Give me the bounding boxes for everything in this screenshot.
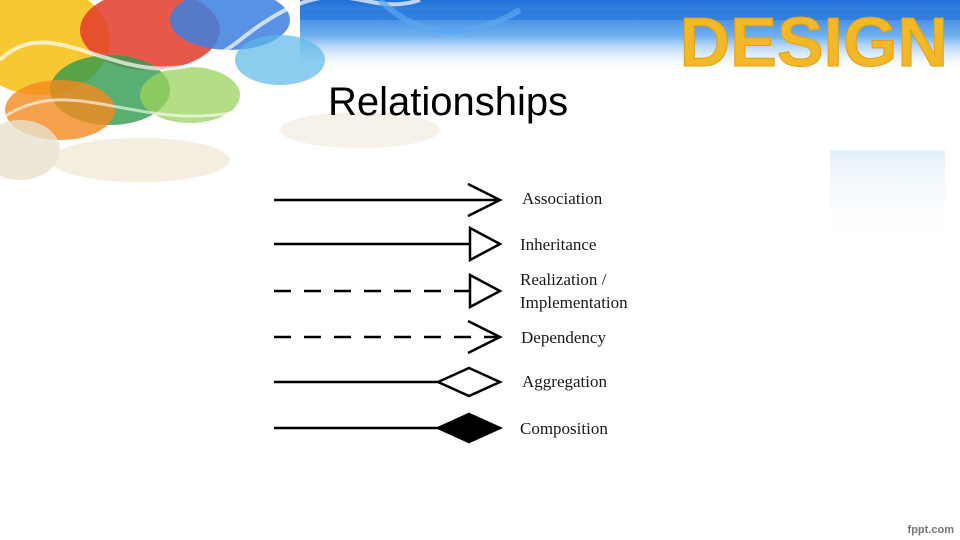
header-banner: DESIGN	[0, 0, 960, 246]
realization-label-line1: Realization /	[520, 270, 607, 289]
notation-symbols	[274, 182, 504, 444]
slide-title: Relationships	[328, 80, 569, 124]
composition-label: Composition	[520, 419, 608, 438]
relationships-diagram: Association Inheritance Realization / Im…	[260, 172, 660, 452]
aggregation-symbol	[274, 366, 504, 398]
realization-label-line2: Implementation	[520, 293, 628, 312]
dependency-label: Dependency	[521, 328, 606, 347]
association-label: Association	[522, 189, 603, 208]
realization-symbol	[274, 272, 503, 310]
composition-symbol	[274, 412, 504, 444]
dependency-symbol	[274, 319, 503, 355]
inheritance-symbol	[274, 225, 503, 263]
footer-brand: fppt.com	[907, 524, 954, 536]
association-symbol	[274, 182, 503, 218]
inheritance-label: Inheritance	[520, 235, 597, 254]
banner-word: DESIGN	[680, 3, 948, 81]
aggregation-label: Aggregation	[522, 372, 607, 391]
swirl-art-decoration	[0, 0, 522, 182]
